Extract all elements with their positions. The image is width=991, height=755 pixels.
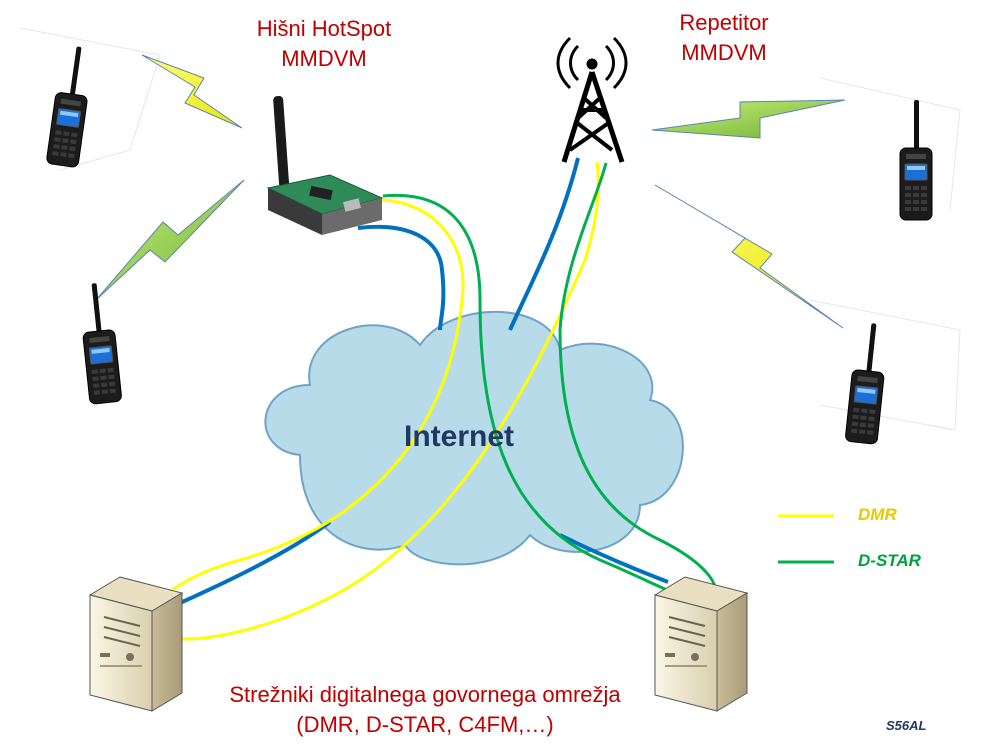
servers-label-line2: (DMR, D-STAR, C4FM,…) xyxy=(296,712,554,737)
hotspot-label-line1: Hišni HotSpot xyxy=(256,16,392,41)
servers-label: Strežniki digitalnega govornega omrežja … xyxy=(170,680,680,740)
internet-cloud xyxy=(264,310,684,566)
background-lines xyxy=(19,27,961,431)
legend-dmr-label: DMR xyxy=(858,505,897,524)
signature: S56AL xyxy=(886,718,927,733)
link-cloud-server-left xyxy=(179,520,332,605)
handheld-radio-icon-1 xyxy=(45,43,95,169)
legend-dstar-label: D-STAR xyxy=(858,551,921,570)
repeater-label-line2: MMDVM xyxy=(681,40,767,65)
hotspot-label: Hišni HotSpot MMDVM xyxy=(224,14,424,74)
bolt-repeater-radio3 xyxy=(651,99,846,139)
servers-label-line1: Strežniki digitalnega govornega omrežja xyxy=(229,682,621,707)
link-repeater-cloud xyxy=(508,157,580,331)
hotspot-label-line2: MMDVM xyxy=(281,46,367,71)
bolt-radio1-hotspot xyxy=(141,54,243,129)
handheld-radio-icon-3 xyxy=(899,99,933,221)
repeater-tower-icon xyxy=(556,36,628,163)
repeater-label: Repetitor MMDVM xyxy=(634,8,814,68)
handheld-radio-icon-4 xyxy=(844,321,890,445)
handheld-radio-icon-2 xyxy=(77,281,123,405)
hotspot-board-icon xyxy=(266,96,384,235)
link-hotspot-cloud xyxy=(357,224,446,331)
bolt-repeater-radio4 xyxy=(654,184,844,329)
repeater-label-line1: Repetitor xyxy=(679,10,769,35)
bolt-radio2-hotspot xyxy=(95,179,245,301)
server-icon-left xyxy=(89,576,183,712)
blue-links xyxy=(179,157,669,605)
cloud-label: Internet xyxy=(404,420,515,453)
lightning-bolts xyxy=(95,54,846,329)
link-cloud-server-right xyxy=(559,533,669,584)
